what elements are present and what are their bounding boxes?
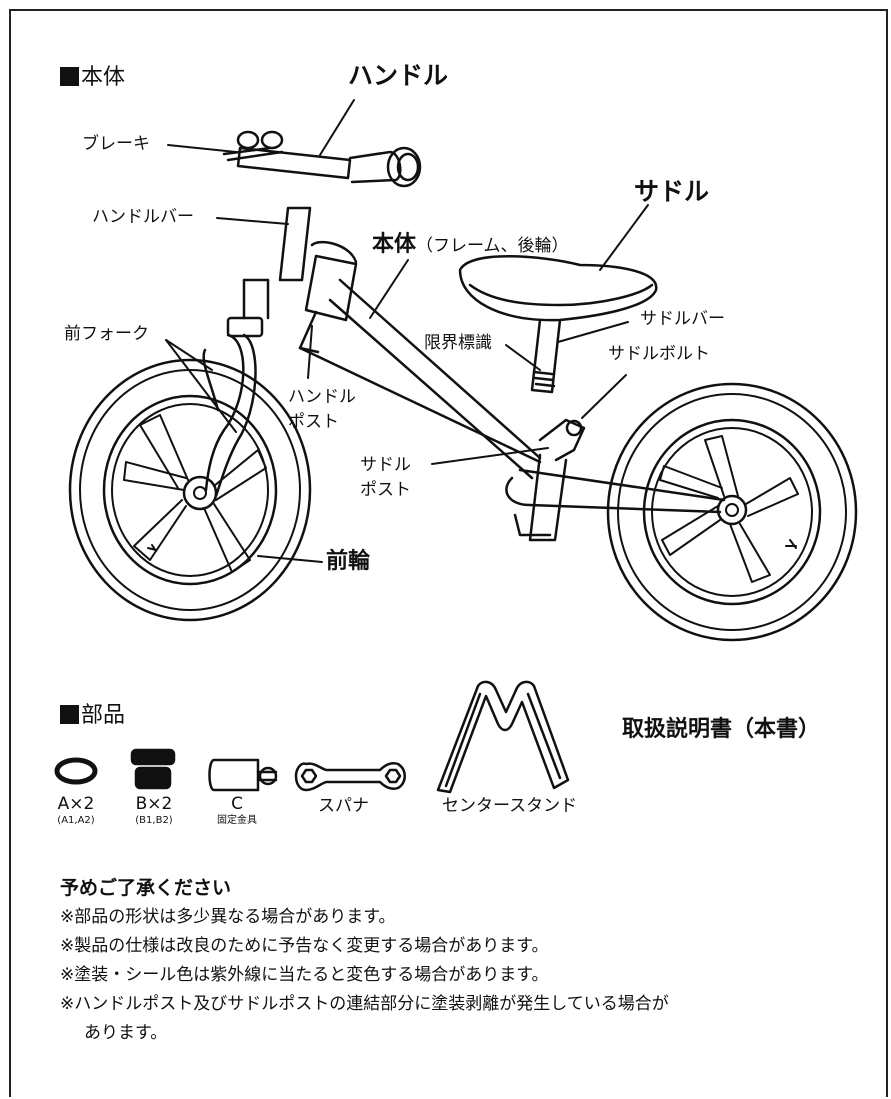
notice-line: ※部品の形状は多少異なる場合があります。 — [60, 907, 396, 927]
front-wheel-drawing — [68, 358, 312, 622]
square-bullet-icon — [60, 67, 79, 86]
handlebar-drawing — [222, 130, 422, 282]
notice-line: ※ハンドルポスト及びサドルポストの連結部分に塗装剥離が発生している場合が — [60, 994, 669, 1014]
saddle-bar-callout: サドルバー — [640, 309, 725, 329]
handle-post-callout-line1: ハンドル — [288, 387, 356, 407]
saddle-drawing — [458, 255, 658, 394]
part-b-sub: (B1,B2) — [135, 815, 173, 826]
spanner-label: スパナ — [318, 796, 369, 816]
brake-callout: ブレーキ — [82, 134, 150, 154]
body-callout: 本体（フレーム、後輪） — [372, 232, 569, 257]
square-bullet-icon — [60, 705, 79, 724]
manual-label: 取扱説明書（本書） — [622, 717, 821, 742]
parts-section-title: 部品 — [81, 703, 126, 728]
frame-drawing — [298, 240, 726, 542]
saddle-bolt-callout: サドルボルト — [608, 344, 710, 364]
rear-wheel-drawing — [606, 382, 858, 642]
notice-line: ※製品の仕様は改良のために予告なく変更する場合があります。 — [60, 936, 549, 956]
notice-line: あります。 — [84, 1023, 168, 1043]
parts-drawings — [54, 680, 570, 794]
front-fork-callout: 前フォーク — [64, 324, 149, 344]
front-fork-drawing — [202, 278, 270, 498]
leader-lines — [165, 99, 649, 563]
handle-callout: ハンドル — [348, 61, 449, 90]
main-section-heading: 本体 — [60, 65, 126, 90]
center-stand-label: センタースタンド — [442, 796, 578, 816]
body-callout-detail: （フレーム、後輪） — [416, 236, 569, 256]
saddle-post-callout-line1: サドル — [360, 455, 411, 475]
handlebar-callout: ハンドルバー — [92, 207, 194, 227]
main-section-title: 本体 — [81, 65, 126, 90]
parts-section-heading: 部品 — [60, 703, 126, 728]
notice-line: ※塗装・シール色は紫外線に当たると変色する場合があります。 — [60, 965, 549, 985]
limit-mark-callout: 限界標識 — [424, 333, 492, 353]
body-callout-bold: 本体 — [372, 232, 417, 257]
part-b-label: B×2 — [135, 794, 173, 814]
page-frame — [9, 9, 888, 1097]
handle-post-callout-line2: ポスト — [288, 412, 339, 432]
part-c-sub: 固定金具 — [217, 815, 257, 826]
part-c-label: C — [231, 794, 243, 814]
part-a-label: A×2 — [57, 794, 95, 814]
part-a-sub: (A1,A2) — [57, 815, 95, 826]
saddle-post-callout-line2: ポスト — [360, 480, 411, 500]
front-wheel-callout: 前輪 — [326, 549, 371, 574]
saddle-callout: サドル — [634, 177, 710, 206]
notice-title: 予めご了承ください — [60, 877, 232, 899]
